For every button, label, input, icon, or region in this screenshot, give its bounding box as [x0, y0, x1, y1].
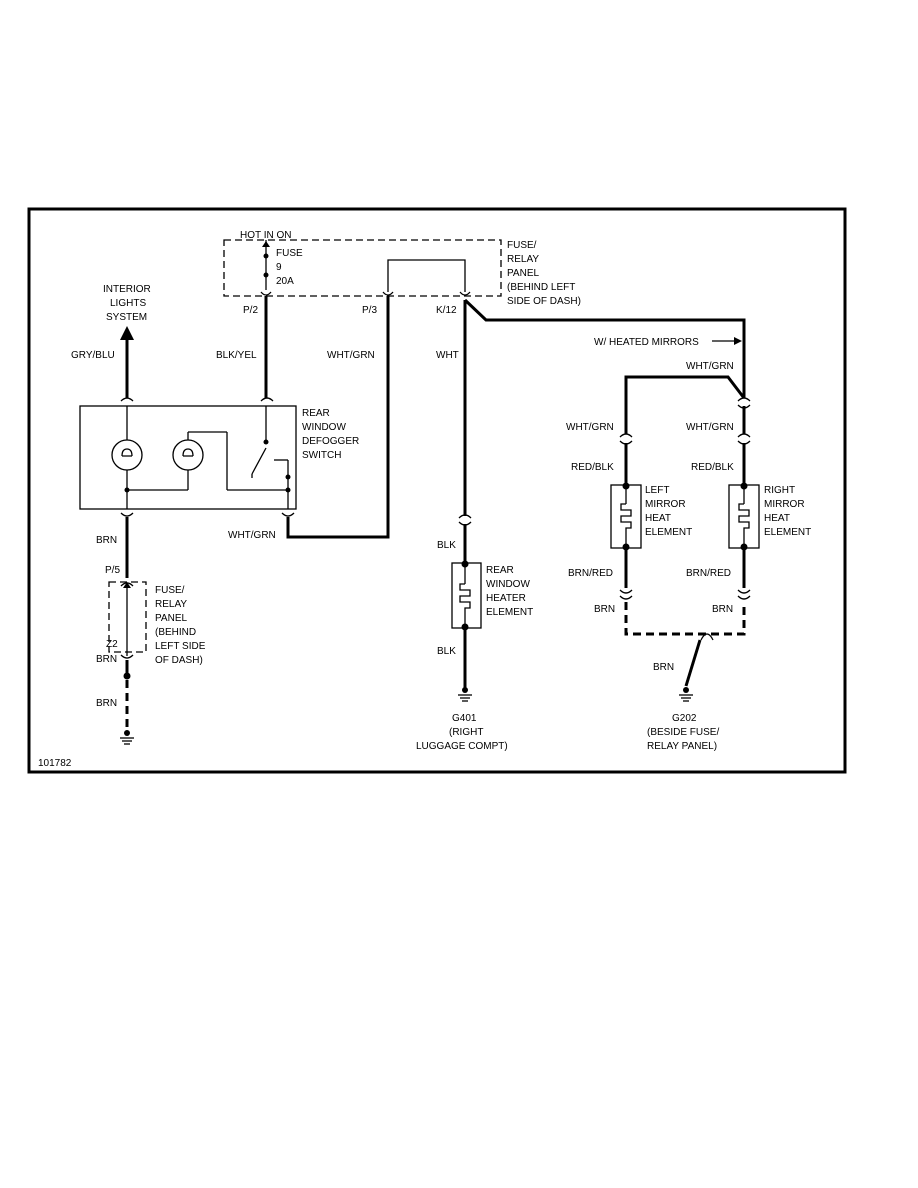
g202-label-2: RELAY PANEL): [647, 741, 717, 752]
ground-icon: [458, 687, 472, 702]
heated-mirrors-note: W/ HEATED MIRRORS: [594, 337, 699, 348]
lower-fuse-label-1: FUSE/: [155, 585, 185, 596]
lower-fuse-label-6: OF DASH): [155, 655, 203, 666]
left-mirror-label-1: LEFT: [645, 485, 669, 496]
fuse-relay-panel: HOT IN ON FUSE 9 20A FUSE/ RELAY PANEL (…: [223, 230, 581, 316]
interior-lights-system: INTERIOR LIGHTS SYSTEM GRY/BLU: [71, 284, 151, 398]
wire-brn-g202: BRN: [653, 662, 674, 673]
rear-heater-label-2: WINDOW: [486, 579, 530, 590]
g202-label-1: (BESIDE FUSE/: [647, 727, 719, 738]
lower-fuse-label-5: LEFT SIDE: [155, 641, 206, 652]
pin-z2: Z2: [106, 639, 118, 650]
pin-p2: P/2: [243, 305, 258, 316]
g401-label-1: (RIGHT: [449, 727, 483, 738]
wire-brn-red-right: BRN/RED: [686, 568, 731, 579]
wire-brn-right-mirror: BRN: [712, 604, 733, 615]
wire-brn-1: BRN: [96, 535, 117, 546]
wire-brn-3: BRN: [96, 698, 117, 709]
wire-wht: WHT: [436, 350, 459, 361]
heater-element-icon: [738, 503, 750, 544]
g202-ground-circuit: BRN G202 (BESIDE FUSE/ RELAY PANEL): [624, 602, 746, 752]
right-mirror-label-4: ELEMENT: [764, 527, 811, 538]
defogger-switch: BLK/YEL REAR WINDOW DEFOGGER SWI: [79, 296, 359, 517]
interior-lights-label-2: LIGHTS: [110, 298, 146, 309]
left-mirror-label-3: HEAT: [645, 513, 671, 524]
g401-label-2: LUGGAGE COMPT): [416, 741, 508, 752]
indicator-lamp-icon: [111, 439, 143, 471]
interior-lights-label-3: SYSTEM: [106, 312, 147, 323]
g401-name: G401: [452, 713, 477, 724]
wire-gry-blu: GRY/BLU: [71, 350, 115, 361]
fuse-panel-label-1: FUSE/: [507, 240, 537, 251]
heater-element-icon: [459, 583, 471, 624]
switch-label-4: SWITCH: [302, 450, 341, 461]
fuse-panel-label-2: RELAY: [507, 254, 539, 265]
wire-brn-2: BRN: [96, 654, 117, 665]
rear-heater-label-4: ELEMENT: [486, 607, 533, 618]
diagram-id: 101782: [38, 758, 72, 769]
switch-label-2: WINDOW: [302, 422, 346, 433]
wire-wht-grn-right: WHT/GRN: [686, 422, 734, 433]
lower-fuse-label-4: (BEHIND: [155, 627, 196, 638]
ground-icon: [679, 687, 693, 702]
wire-wht-grn-switch: WHT/GRN: [228, 530, 276, 541]
heated-mirrors-branch: W/ HEATED MIRRORS WHT/GRN WHT/GRN WHT/GR…: [463, 298, 751, 486]
wire-wht-grn-top: WHT/GRN: [686, 361, 734, 372]
switch-label-3: DEFOGGER: [302, 436, 359, 447]
fuse-rating: 20A: [276, 276, 294, 287]
lower-fuse-label-2: RELAY: [155, 599, 187, 610]
arrow-right-icon: [734, 337, 742, 345]
illumination-lamp-icon: [172, 439, 204, 471]
right-mirror-label-1: RIGHT: [764, 485, 795, 496]
wire-wht-grn-left: WHT/GRN: [566, 422, 614, 433]
rear-heater-label-1: REAR: [486, 565, 514, 576]
ground-icon: [120, 730, 134, 745]
fuse-panel-label-4: (BEHIND LEFT: [507, 282, 575, 293]
wire-red-blk-right: RED/BLK: [691, 462, 734, 473]
wire-blk-yel: BLK/YEL: [216, 350, 257, 361]
left-mirror-label-2: MIRROR: [645, 499, 686, 510]
wire-brn-left-mirror: BRN: [594, 604, 615, 615]
interior-lights-label-1: INTERIOR: [103, 284, 151, 295]
pin-k12: K/12: [436, 305, 457, 316]
right-mirror-label-3: HEAT: [764, 513, 790, 524]
right-mirror-label-2: MIRROR: [764, 499, 805, 510]
wire-blk-1: BLK: [437, 540, 456, 551]
lower-fuse-panel: BRN P/5 Z2 FUSE/ RELAY PANEL (BEHIND LEF…: [96, 517, 206, 745]
fuse-panel-label-5: SIDE OF DASH): [507, 296, 581, 307]
wire-red-blk-left: RED/BLK: [571, 462, 614, 473]
fuse-number: 9: [276, 262, 282, 273]
rear-heater-label-3: HEATER: [486, 593, 526, 604]
fuse-panel-label-3: PANEL: [507, 268, 539, 279]
left-mirror-label-4: ELEMENT: [645, 527, 692, 538]
rear-window-heater: WHT BLK REAR WINDOW HEATER ELEMENT BLK G…: [416, 300, 533, 752]
pin-p3: P/3: [362, 305, 377, 316]
fuse-label: FUSE: [276, 248, 303, 259]
diagram-frame: [27, 207, 847, 774]
switch-label-1: REAR: [302, 408, 330, 419]
left-mirror-heat-element: LEFT MIRROR HEAT ELEMENT BRN/RED BRN: [568, 482, 692, 615]
hot-in-on-label: HOT IN ON: [240, 230, 291, 241]
arrow-up-icon: [120, 326, 134, 340]
switch-contact-icon: [251, 447, 267, 475]
g202-name: G202: [672, 713, 697, 724]
pin-p5: P/5: [105, 565, 120, 576]
wire-wht-grn-p3: WHT/GRN: [327, 350, 375, 361]
right-mirror-heat-element: RIGHT MIRROR HEAT ELEMENT BRN/RED BRN: [686, 482, 811, 615]
heater-element-icon: [620, 503, 632, 544]
lower-fuse-label-3: PANEL: [155, 613, 187, 624]
wire-brn-red-left: BRN/RED: [568, 568, 613, 579]
wire-blk-2: BLK: [437, 646, 456, 657]
